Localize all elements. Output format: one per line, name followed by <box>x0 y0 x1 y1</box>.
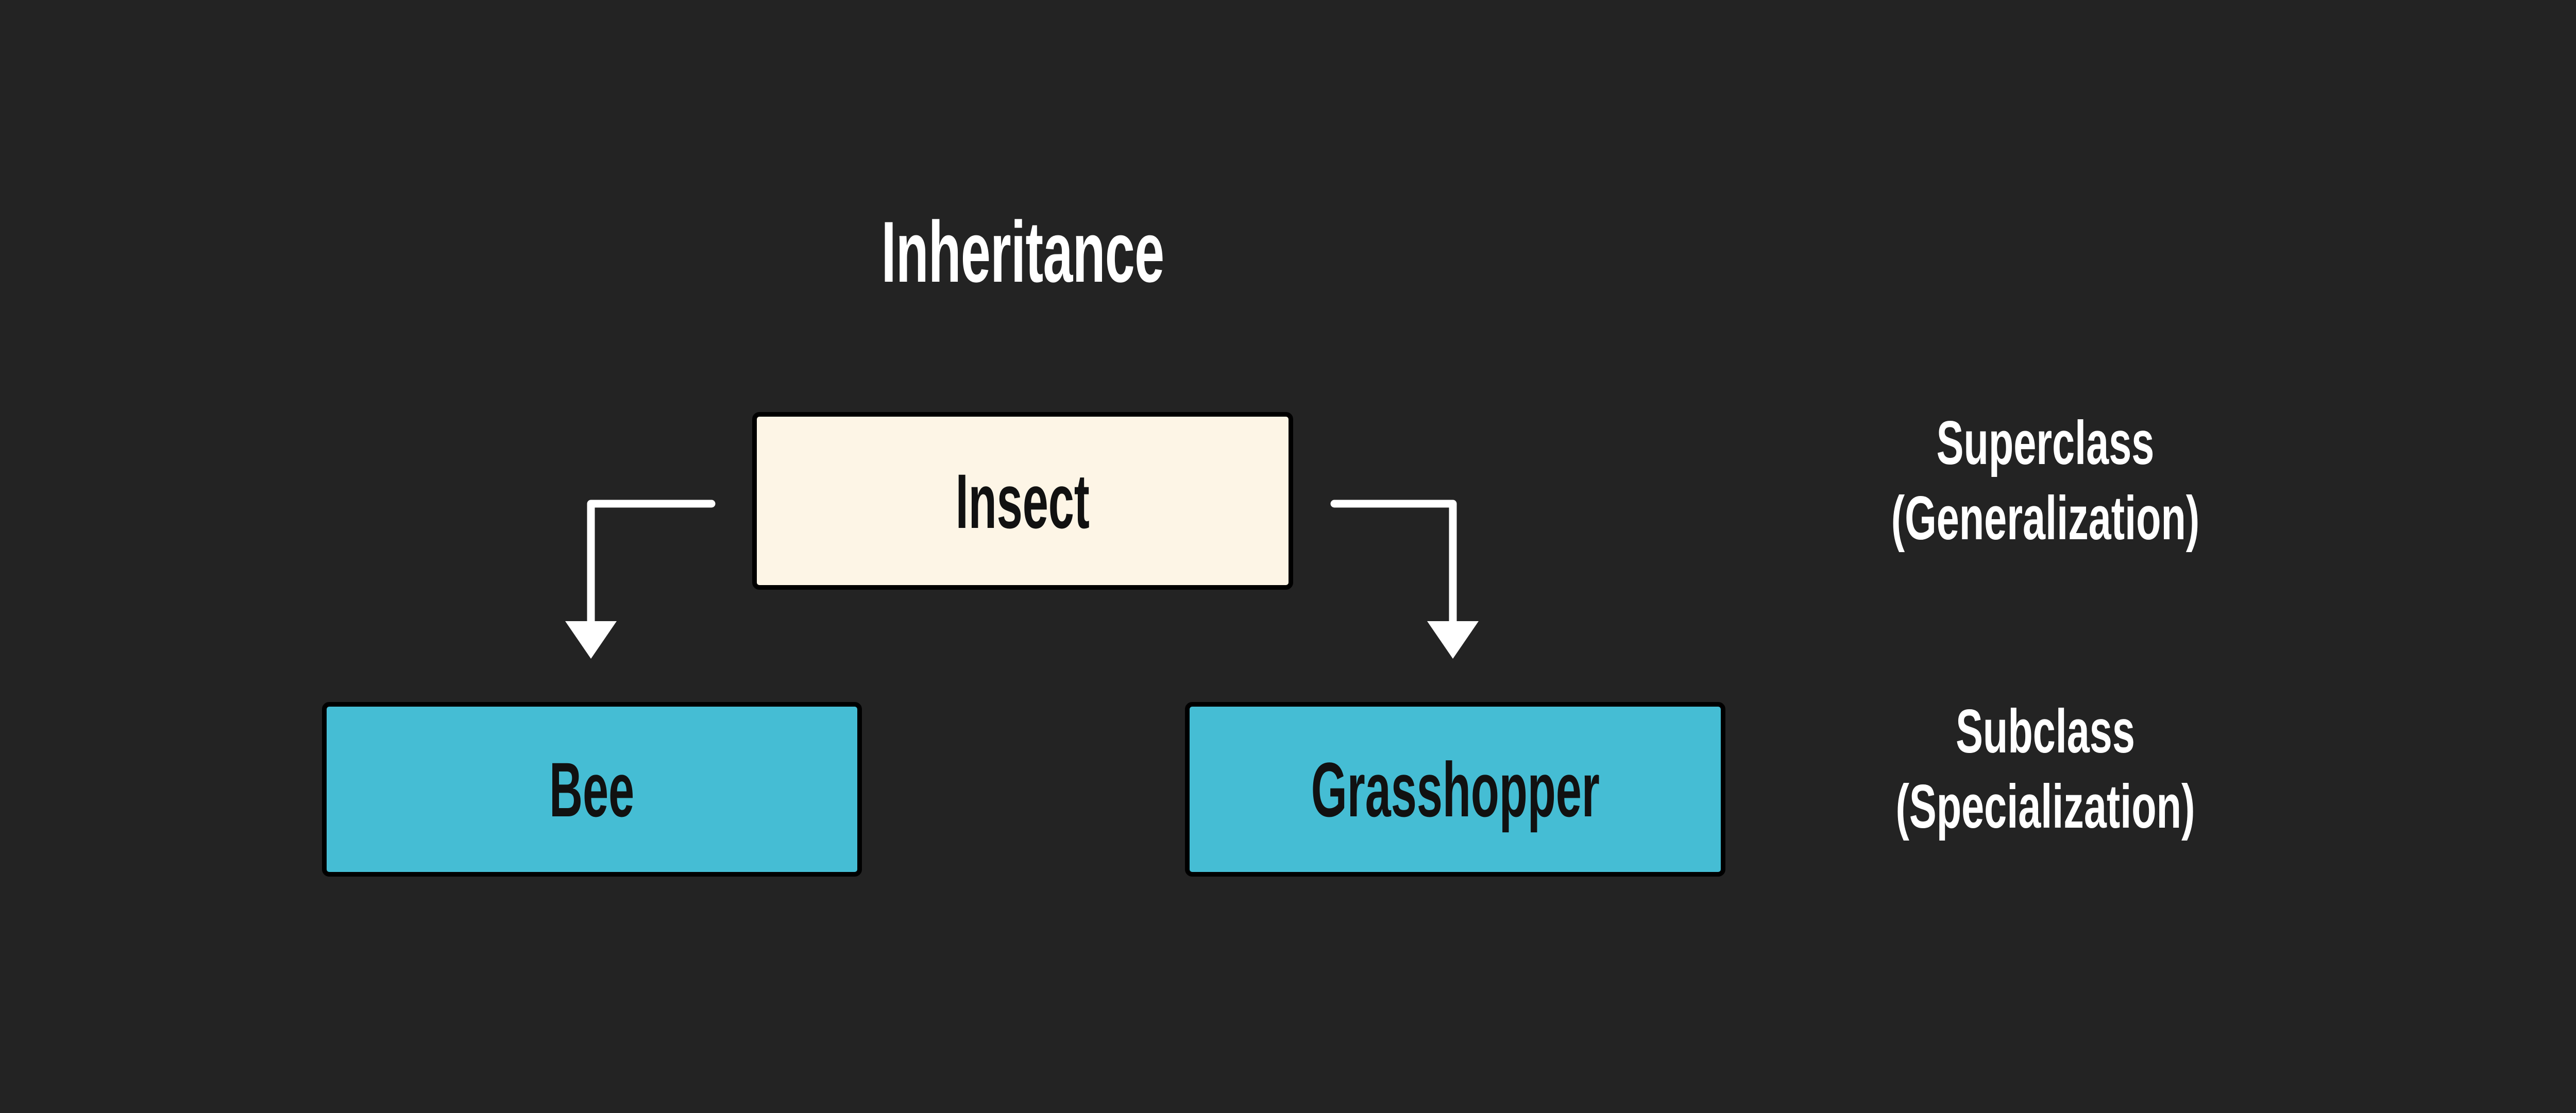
arrowhead-insect-to-grasshopper <box>1427 621 1479 659</box>
annotation-superclass-line2: (Generalization) <box>1891 484 2200 553</box>
class-box-bee-label: Bee <box>549 746 635 833</box>
annotation-subclass-line2: (Specialization) <box>1895 772 2195 841</box>
arrow-line-insect-to-grasshopper <box>1330 500 1457 626</box>
arrow-insect-to-grasshopper <box>1330 500 1479 659</box>
arrow-line-insect-to-bee <box>587 500 716 626</box>
class-box-grasshopper-label: Grasshopper <box>1311 746 1600 833</box>
arrow-insect-to-bee <box>565 500 716 659</box>
page-title: Inheritance <box>881 203 1164 300</box>
class-box-bee[interactable]: Bee <box>322 702 862 877</box>
class-box-insect-label: Insect <box>955 457 1090 544</box>
class-box-grasshopper[interactable]: Grasshopper <box>1185 702 1725 877</box>
annotation-superclass: Superclass (Generalization) <box>1747 412 2344 549</box>
class-box-insect[interactable]: Insect <box>752 412 1293 590</box>
annotation-subclass-line1: Subclass <box>1956 697 2135 766</box>
arrowhead-insect-to-bee <box>565 621 617 659</box>
annotation-superclass-line1: Superclass <box>1936 408 2155 477</box>
annotation-subclass: Subclass (Specialization) <box>1747 700 2344 837</box>
